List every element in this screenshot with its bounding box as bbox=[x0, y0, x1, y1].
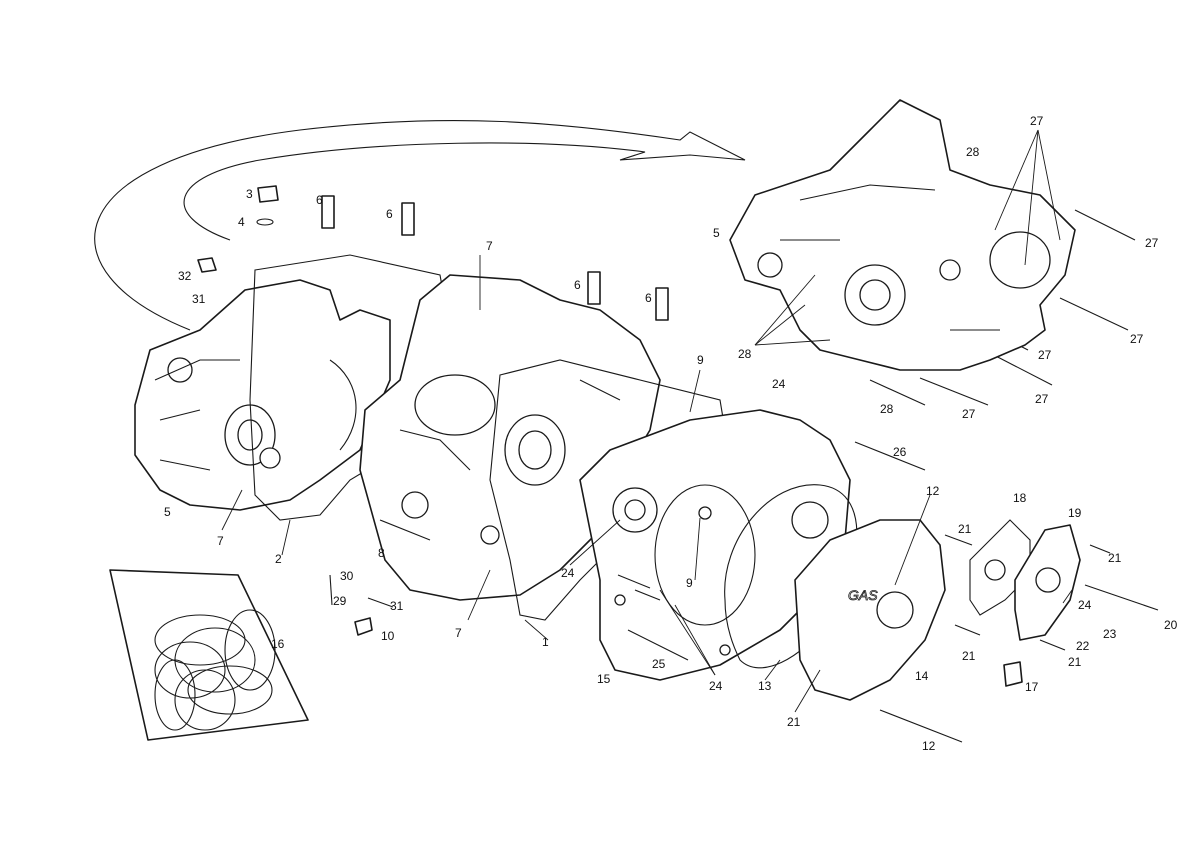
callout-5: 5 bbox=[713, 226, 720, 240]
callout-28: 28 bbox=[738, 347, 752, 361]
ignition-cover: GAS bbox=[794, 519, 946, 701]
callout-28: 28 bbox=[880, 402, 894, 416]
cast-logo-text: GAS bbox=[848, 587, 878, 603]
callout-10: 10 bbox=[381, 629, 395, 643]
callout-27: 27 bbox=[1145, 236, 1159, 250]
callout-29: 29 bbox=[333, 594, 347, 608]
callout-27: 27 bbox=[1030, 114, 1044, 128]
callout-24: 24 bbox=[772, 377, 786, 391]
callout-2: 2 bbox=[275, 552, 282, 566]
callout-labels: 3 4 6 6 6 6 7 7 7 32 31 31 5 5 2 8 30 29… bbox=[164, 114, 1178, 753]
drain-plug bbox=[1003, 661, 1023, 687]
callout-4: 4 bbox=[238, 215, 245, 229]
callout-14: 14 bbox=[915, 669, 929, 683]
callout-24: 24 bbox=[1078, 598, 1092, 612]
callout-6: 6 bbox=[316, 193, 323, 207]
callout-18: 18 bbox=[1013, 491, 1027, 505]
left-crankcase-half bbox=[134, 279, 391, 511]
callout-9: 9 bbox=[697, 353, 704, 367]
callout-31: 31 bbox=[390, 599, 404, 613]
callout-27: 27 bbox=[1035, 392, 1049, 406]
callout-26: 26 bbox=[893, 445, 907, 459]
callout-30: 30 bbox=[340, 569, 354, 583]
callout-32: 32 bbox=[178, 269, 192, 283]
callout-9: 9 bbox=[686, 576, 693, 590]
callout-21: 21 bbox=[958, 522, 972, 536]
rear-crankcase-view bbox=[729, 99, 1076, 371]
center-crankcase-half bbox=[359, 274, 661, 601]
callout-16: 16 bbox=[271, 637, 285, 651]
callout-17: 17 bbox=[1025, 680, 1039, 694]
callout-6: 6 bbox=[386, 207, 393, 221]
callout-8: 8 bbox=[378, 546, 385, 560]
callout-27: 27 bbox=[962, 407, 976, 421]
callout-22: 22 bbox=[1076, 639, 1090, 653]
callout-25: 25 bbox=[652, 657, 666, 671]
callout-23: 23 bbox=[1103, 627, 1117, 641]
callout-21: 21 bbox=[962, 649, 976, 663]
callout-21: 21 bbox=[1068, 655, 1082, 669]
callout-27: 27 bbox=[1038, 348, 1052, 362]
callout-21: 21 bbox=[1108, 551, 1122, 565]
callout-1: 1 bbox=[542, 635, 549, 649]
callout-7: 7 bbox=[486, 239, 493, 253]
callout-24: 24 bbox=[561, 566, 575, 580]
callout-5: 5 bbox=[164, 505, 171, 519]
callout-13: 13 bbox=[758, 679, 772, 693]
leader-lines bbox=[221, 129, 1073, 713]
callout-6: 6 bbox=[574, 278, 581, 292]
callout-31: 31 bbox=[192, 292, 206, 306]
callout-6: 6 bbox=[645, 291, 652, 305]
callout-24: 24 bbox=[709, 679, 723, 693]
callout-15: 15 bbox=[597, 672, 611, 686]
clutch-cover bbox=[579, 409, 851, 681]
callout-20: 20 bbox=[1164, 618, 1178, 632]
callout-27: 27 bbox=[1130, 332, 1144, 346]
callout-19: 19 bbox=[1068, 506, 1082, 520]
callout-7: 7 bbox=[217, 534, 224, 548]
callout-28: 28 bbox=[966, 145, 980, 159]
callout-12: 12 bbox=[922, 739, 936, 753]
assembly-arrow bbox=[94, 119, 746, 331]
small-cover bbox=[1014, 524, 1081, 641]
gasket-kit bbox=[109, 569, 309, 741]
callout-21: 21 bbox=[787, 715, 801, 729]
callout-3: 3 bbox=[246, 187, 253, 201]
callout-7: 7 bbox=[455, 626, 462, 640]
callout-12: 12 bbox=[926, 484, 940, 498]
